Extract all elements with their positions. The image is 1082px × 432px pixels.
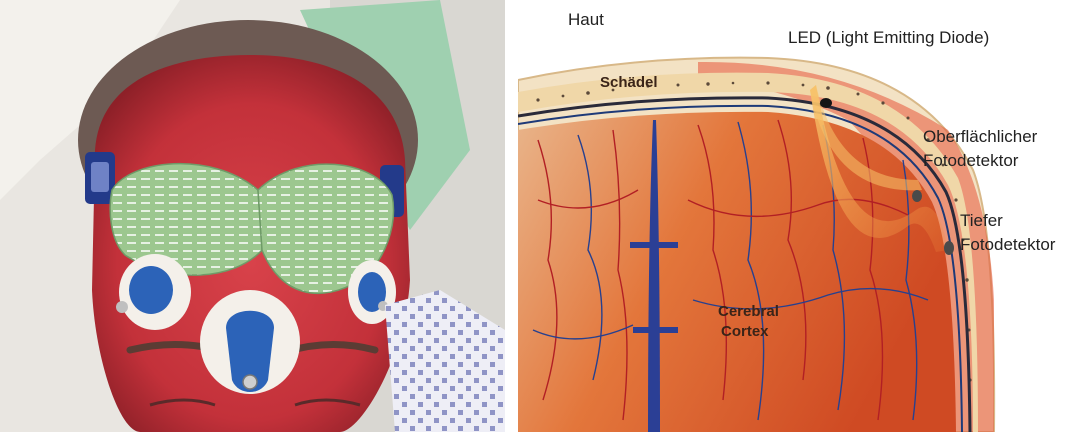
cortex-label-line2: Cortex <box>721 322 769 341</box>
skin-label: Haut <box>568 9 604 30</box>
skull-label: Schädel <box>600 73 658 92</box>
cortex-label-line1: Cerebral <box>718 302 779 321</box>
shallow-photodetector <box>912 190 922 202</box>
deep-photodetector <box>944 241 954 255</box>
deep-detector-label-line1: Tiefer <box>960 210 1003 231</box>
nirs-cross-section-diagram: Haut LED (Light Emitting Diode) Schädel … <box>518 0 1082 432</box>
shallow-detector-label-line1: Oberflächlicher <box>923 126 1037 147</box>
deep-detector-label-line2: Fotodetektor <box>960 234 1055 255</box>
left-nirs-sensor-pad <box>110 164 262 276</box>
led-emitter <box>820 98 832 108</box>
patient-photo <box>0 0 505 432</box>
shallow-detector-label-line2: Fotodetektor <box>923 150 1018 171</box>
patient-photo-illustration <box>0 0 505 432</box>
led-label: LED (Light Emitting Diode) <box>788 27 989 48</box>
cerebral-cortex-tissue <box>518 112 956 432</box>
